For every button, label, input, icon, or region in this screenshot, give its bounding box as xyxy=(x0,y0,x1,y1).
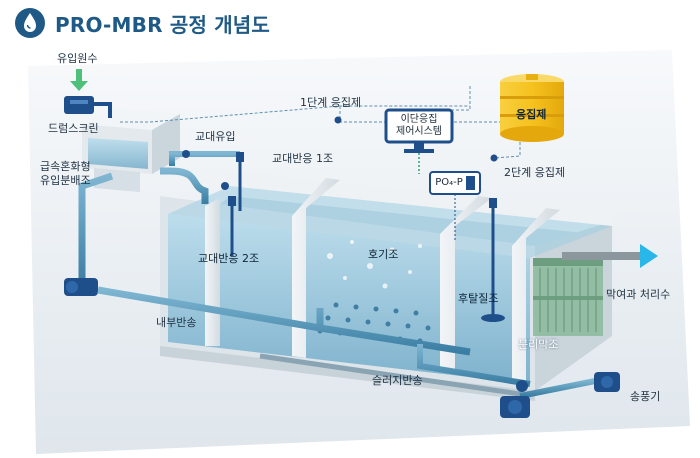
effluent-pipe xyxy=(562,252,640,260)
mixer-icon xyxy=(228,152,505,322)
water-surface xyxy=(168,186,612,258)
drum-screen-icon xyxy=(64,96,112,118)
diagram-svg xyxy=(28,50,690,454)
coag-stage2-label: 2단계 응집제 xyxy=(504,166,566,179)
partition-4 xyxy=(512,208,560,386)
tank-front-base xyxy=(160,346,535,401)
sludge-return-label: 슬러지반송 xyxy=(372,374,423,387)
header: PRO-MBR 공정 개념도 xyxy=(0,0,700,46)
coagulant-tank-label: 응집제 xyxy=(516,108,547,121)
internal-return-label: 내부반송 xyxy=(156,316,197,329)
page-title: PRO-MBR 공정 개념도 xyxy=(55,13,271,37)
membrane-module-icon xyxy=(533,258,603,336)
membrane-label: 분리막조 xyxy=(518,338,559,351)
down-arrow-icon xyxy=(76,69,82,81)
pump-icon xyxy=(64,278,98,296)
aerobic-label: 호기조 xyxy=(368,248,399,261)
partition-2 xyxy=(292,178,340,358)
air-bubbles xyxy=(327,240,422,289)
sensor-icon xyxy=(429,171,481,241)
monitor-icon xyxy=(384,108,454,153)
distribution-pipe xyxy=(78,172,114,286)
water-drop-logo-icon xyxy=(15,8,45,38)
alt-react2-label: 교대반응 2조 xyxy=(198,252,260,265)
alt-inflow-label: 교대유입 xyxy=(195,130,236,143)
coag-line-1 xyxy=(120,105,470,123)
right-arrow-icon xyxy=(640,244,658,268)
blower-label: 송풍기 xyxy=(630,390,661,403)
partition-1 xyxy=(205,198,220,346)
partition-3 xyxy=(440,196,492,374)
sensor-label: PO₄-P xyxy=(435,177,463,188)
blower-icon xyxy=(500,372,620,418)
process-diagram: 유입원수 드럼스크린 급속혼화형 유입분배조 교대유입 교대반응 1조 교대반응… xyxy=(0,46,700,458)
rapid-mix-label: 급속혼화형 유입분배조 xyxy=(40,160,91,187)
internal-return-pipe xyxy=(97,286,471,356)
alt-react1-label: 교대반응 1조 xyxy=(272,152,334,165)
effluent-label: 막여과 처리수 xyxy=(606,288,671,301)
tank-icon xyxy=(500,74,564,142)
influent-label: 유입원수 xyxy=(57,52,98,65)
control-system-label: 이단응집 제어시스템 xyxy=(396,114,442,137)
coag-stage1-label: 1단계 응집제 xyxy=(300,96,362,109)
drum-screen-label: 드럼스크린 xyxy=(48,122,99,135)
water-volume xyxy=(168,214,530,384)
alt-inflow-pipe xyxy=(160,167,209,204)
post-anoxic-label: 후탈질조 xyxy=(458,292,499,305)
